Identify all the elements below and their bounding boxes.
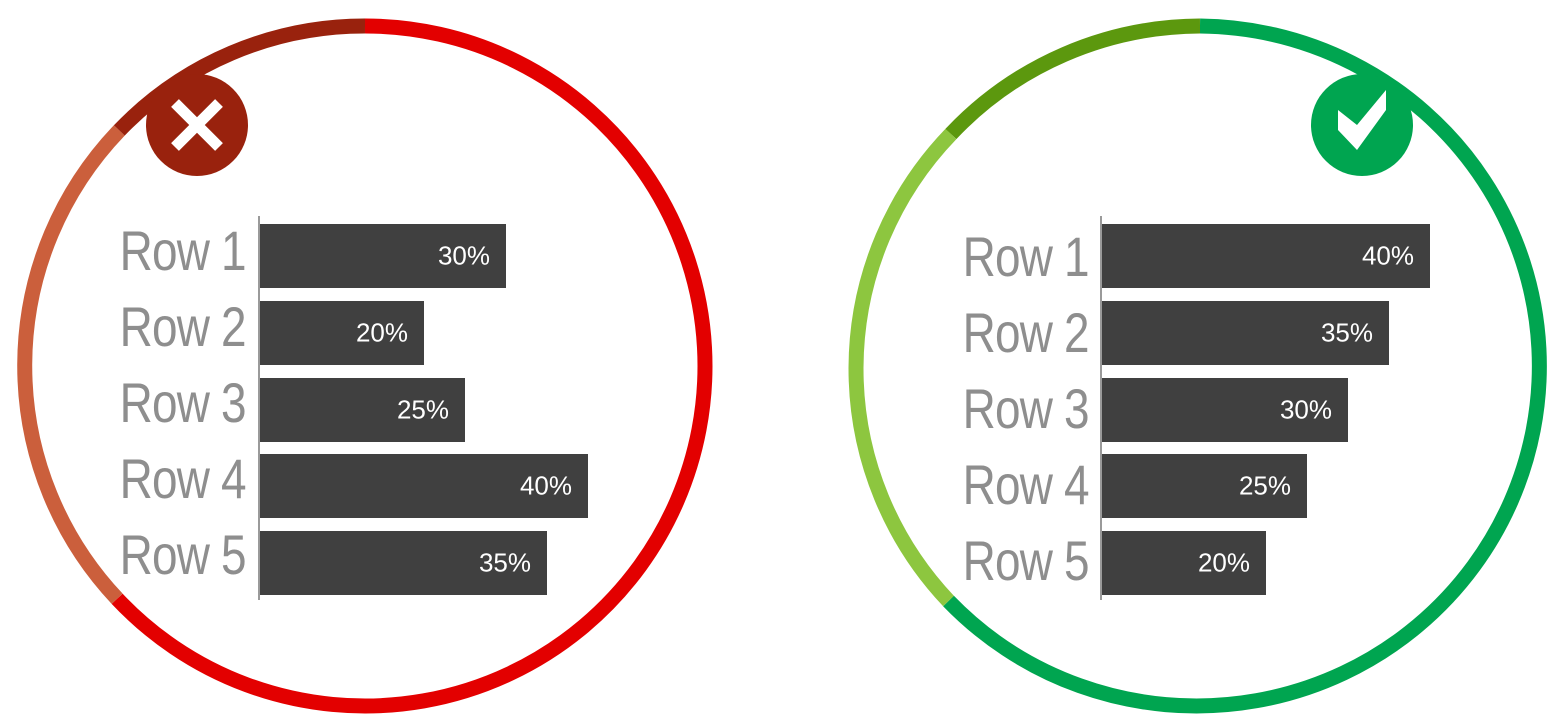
row-label: Row 4 — [119, 447, 247, 510]
bar-row-2: 20% — [260, 301, 424, 365]
right-bar-chart: Row 1 40% Row 2 35% Row 3 30% Row 4 25% … — [780, 0, 1560, 724]
bar-row-3: 30% — [1102, 378, 1348, 442]
bar-row-4: 40% — [260, 454, 588, 518]
bar-value-label: 25% — [1238, 470, 1291, 501]
bar-row-1: 40% — [1102, 224, 1430, 288]
bar-row-5: 20% — [1102, 531, 1266, 595]
row-label: Row 1 — [119, 219, 247, 282]
row-label: Row 3 — [119, 371, 247, 434]
left-ring — [17, 18, 713, 714]
bar-value-label: 30% — [437, 240, 490, 271]
row-label: Row 2 — [119, 295, 247, 358]
row-label: Row 1 — [962, 225, 1090, 288]
bar-row-4: 25% — [1102, 454, 1307, 518]
row-label: Row 5 — [962, 529, 1090, 592]
bar-value-label: 20% — [1197, 547, 1250, 578]
check-mark-badge — [1311, 74, 1413, 176]
y-axis-line — [258, 216, 260, 600]
bar-value-label: 40% — [1361, 240, 1414, 271]
bar-value-label: 40% — [519, 470, 572, 501]
bar-row-1: 30% — [260, 224, 506, 288]
bar-value-label: 25% — [396, 394, 449, 425]
bar-value-label: 35% — [1320, 317, 1373, 348]
bar-value-label: 30% — [1279, 394, 1332, 425]
row-label: Row 4 — [962, 453, 1090, 516]
bar-value-label: 20% — [355, 317, 408, 348]
row-label: Row 2 — [962, 301, 1090, 364]
left-bar-chart: Row 1 30% Row 2 20% Row 3 25% Row 4 40% … — [119, 216, 588, 600]
x-mark-badge — [146, 74, 248, 176]
row-label: Row 3 — [962, 377, 1090, 440]
bar-value-label: 35% — [478, 547, 531, 578]
bar-row-2: 35% — [1102, 301, 1389, 365]
bar-row-3: 25% — [260, 378, 465, 442]
bar-row-5: 35% — [260, 531, 547, 595]
row-label: Row 5 — [119, 523, 247, 586]
y-axis-line — [1100, 216, 1102, 600]
